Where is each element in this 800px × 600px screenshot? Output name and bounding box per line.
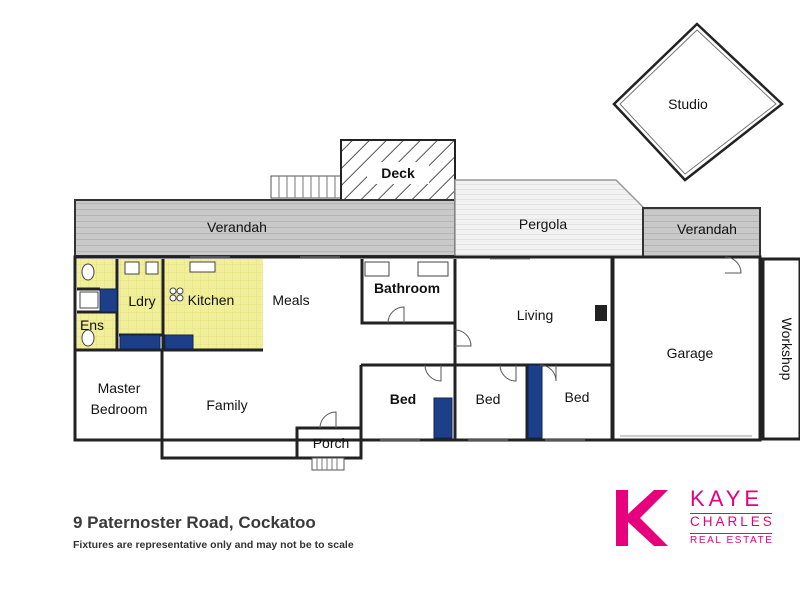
porch-steps <box>311 457 345 471</box>
door-swings <box>319 256 742 429</box>
verandah-main-label: Verandah <box>207 219 267 235</box>
workshop-label: Workshop <box>779 318 795 381</box>
garage-label: Garage <box>667 345 714 361</box>
ldry-label: Ldry <box>128 293 155 309</box>
studio-label: Studio <box>668 96 708 112</box>
garage <box>611 255 762 442</box>
pergola: Pergola <box>454 179 644 258</box>
master-bedroom-label-line1: Master <box>98 380 141 396</box>
bed-2-label: Bed <box>476 391 501 407</box>
verandah-garage-label: Verandah <box>677 221 737 237</box>
pergola-label: Pergola <box>519 216 567 232</box>
master-bedroom-label-line2: Bedroom <box>91 401 148 417</box>
bathroom-label: Bathroom <box>374 280 440 296</box>
logo-line-3: REAL ESTATE <box>690 535 774 546</box>
logo-divider-1 <box>690 513 772 514</box>
logo-line-2: CHARLES <box>690 514 775 529</box>
logo-k-mark <box>616 490 668 546</box>
living-label: Living <box>517 307 554 323</box>
family-label: Family <box>206 397 247 413</box>
deck: Deck <box>340 139 456 207</box>
ens-label: Ens <box>80 317 104 333</box>
meals-label: Meals <box>272 292 309 308</box>
verandah-garage: Verandah <box>642 207 761 258</box>
window-marks <box>190 256 585 441</box>
agency-logo: KAYE CHARLES REAL ESTATE <box>612 486 775 552</box>
bed-1-label: Bed <box>390 391 416 407</box>
property-address: 9 Paternoster Road, Cockatoo <box>73 513 316 532</box>
workshop: Workshop <box>761 257 800 441</box>
disclaimer-text: Fixtures are representative only and may… <box>73 539 354 551</box>
porch-label: Porch <box>313 435 350 451</box>
bed-3-label: Bed <box>565 389 590 405</box>
fixtures <box>79 261 449 347</box>
studio: Studio <box>612 22 784 182</box>
deck-stairs <box>270 175 342 199</box>
heater-icon <box>595 305 607 321</box>
verandah-main: Verandah <box>74 199 456 257</box>
deck-label: Deck <box>381 165 415 181</box>
logo-line-1: KAYE <box>690 486 764 511</box>
logo-divider-2 <box>690 533 772 534</box>
cabinetry <box>99 288 543 439</box>
kitchen-label: Kitchen <box>188 292 235 308</box>
